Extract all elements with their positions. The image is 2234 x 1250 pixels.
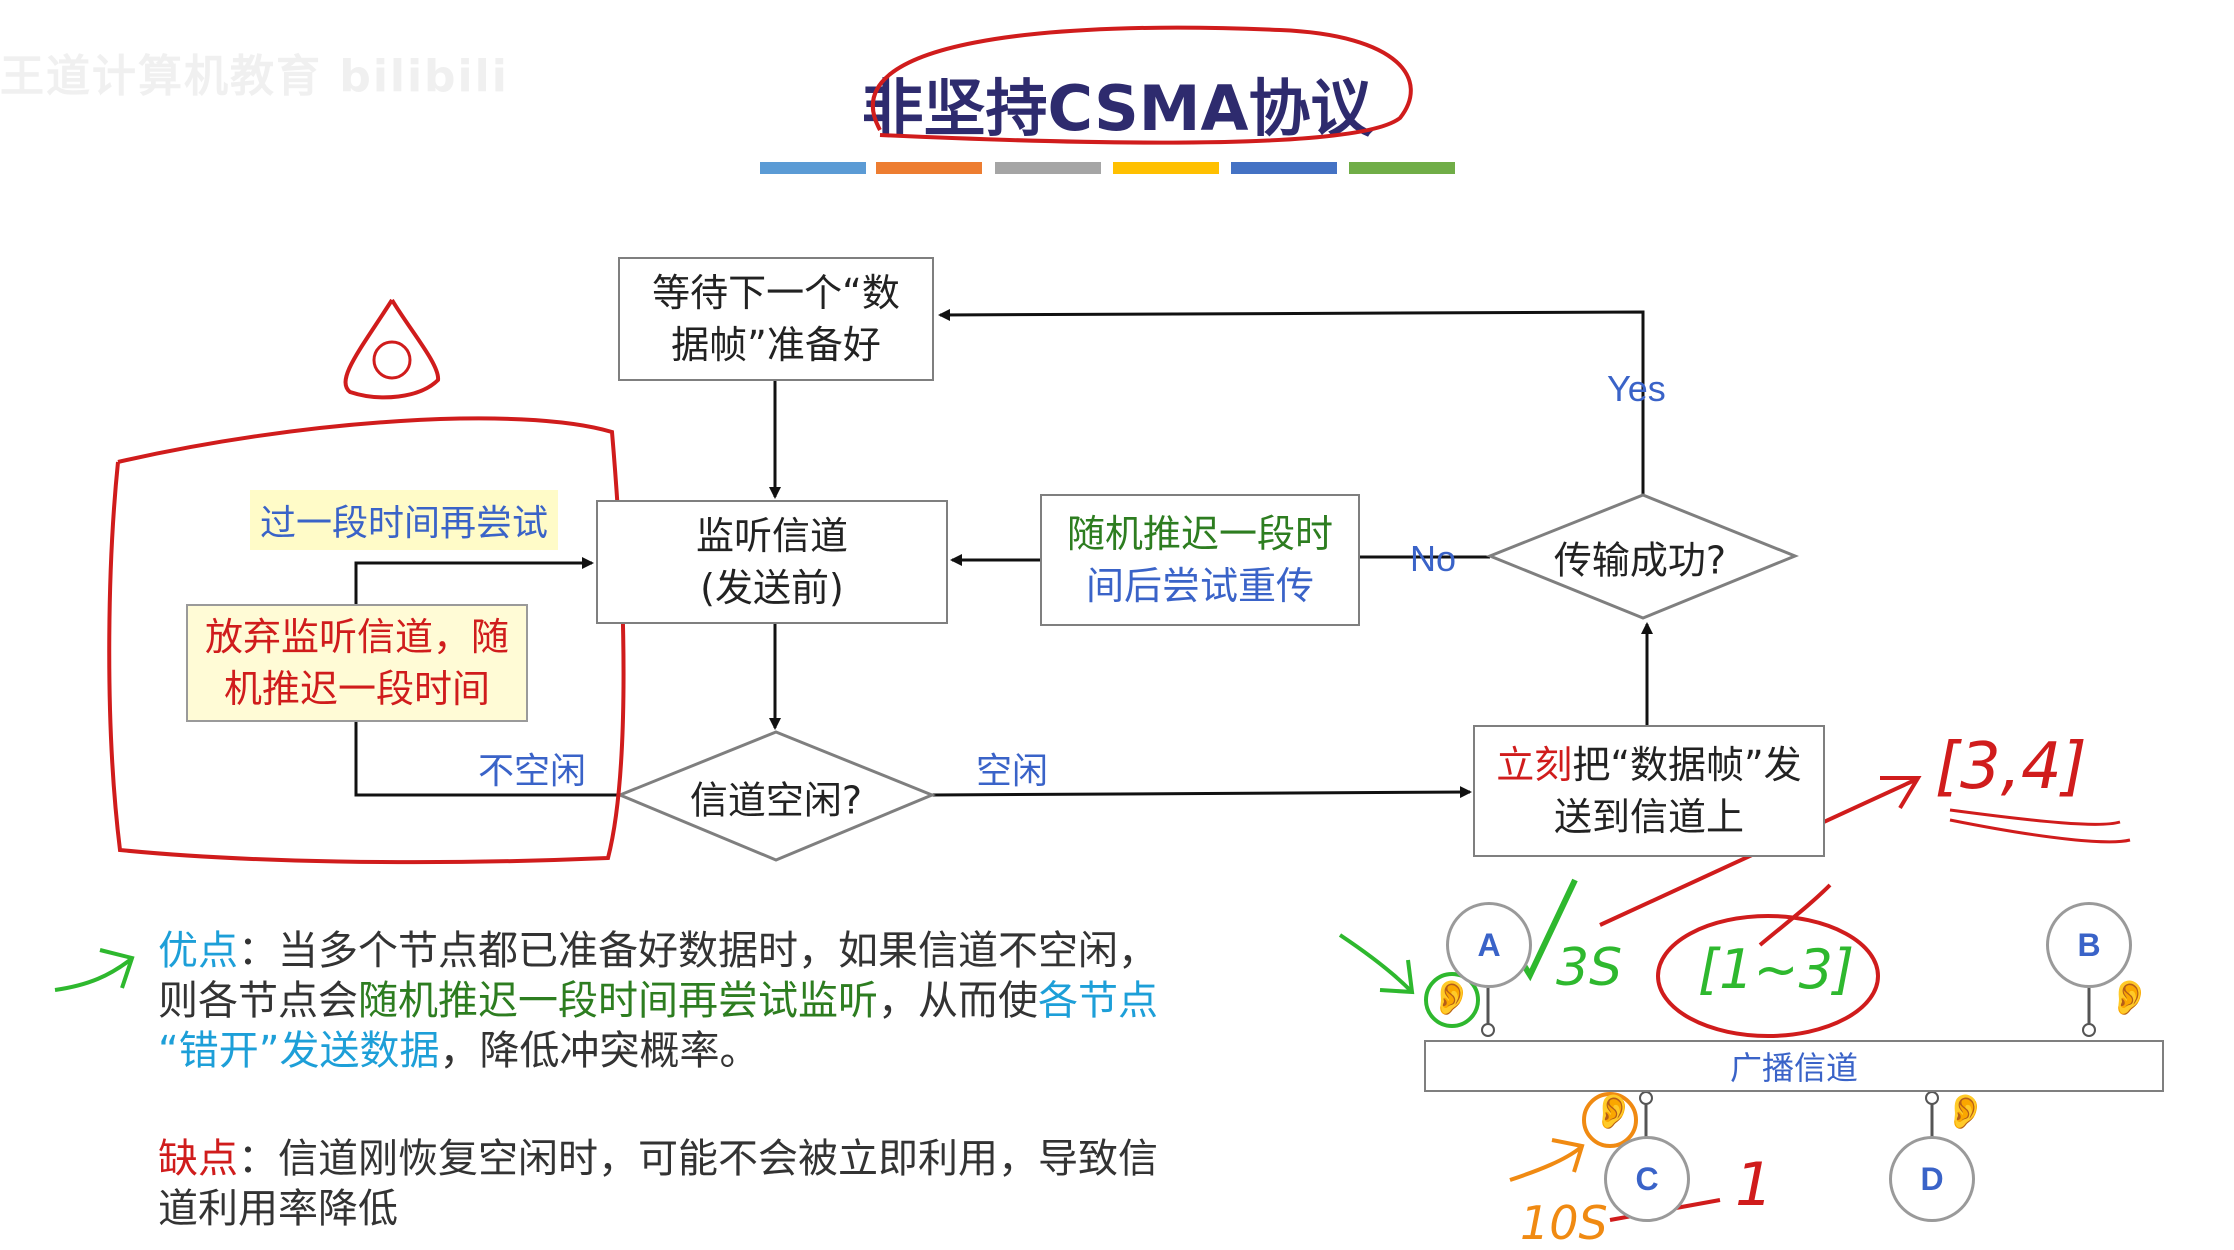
success-diamond-label: 传输成功? (1553, 538, 1727, 583)
note-3s: 3S (1556, 938, 1623, 998)
colorbar-segment-5 (1231, 162, 1337, 174)
colorbar-segment-4 (1113, 162, 1219, 174)
giveup-line-1: 放弃监听信道，随 (204, 615, 509, 659)
send-frame-box: 立刻把“数据帧”发 送到信道上 (1473, 725, 1825, 857)
note-range-3-4: [3,4] (1935, 730, 2087, 804)
colorbar-segment-2 (876, 162, 982, 174)
note-digit: 1 (1735, 1150, 1774, 1220)
backoff-line-1: 随机推迟一段时 (1066, 512, 1333, 556)
no-label: No (1410, 538, 1457, 579)
colorbar-segment-6 (1349, 162, 1455, 174)
wait-line-1: 等待下一个“数 (652, 271, 900, 315)
idle-diamond (616, 730, 936, 862)
retry-note: 过一段时间再尝试 (250, 490, 559, 550)
giveup-line-2: 机推迟一段时间 (223, 667, 490, 711)
pros-text-1: ：当多个节点都已准备好数据时，如果信道不空闲， (238, 928, 1158, 974)
watermark: 王道计算机教育 bilibili (0, 51, 509, 102)
pros-text-3: ，从而使 (878, 978, 1038, 1024)
ear-icon-c: 👂 (1592, 1092, 1635, 1132)
ear-icon-b: 👂 (2108, 978, 2151, 1018)
note-range-1-3: [1~3] (1698, 938, 1855, 1001)
cons-paragraph: 缺点：信道刚恢复空闲时，可能不会被立即利用，导致信 道利用率降低 (158, 1134, 1298, 1234)
listen-line-1: 监听信道 (695, 514, 848, 558)
node-a: A (1446, 902, 1532, 988)
send-line-1: 把“数据帧”发 (1572, 743, 1802, 787)
random-backoff-box: 随机推迟一段时 间后尝试重传 (1040, 494, 1360, 626)
cons-text-1: ：信道刚恢复空闲时，可能不会被立即利用，导致信 (238, 1136, 1158, 1182)
listen-line-2: (发送前) (700, 566, 844, 610)
yes-label: Yes (1607, 368, 1666, 409)
cons-text-2: 道利用率降低 (158, 1186, 398, 1232)
give-up-listen-box: 放弃监听信道，随 机推迟一段时间 (186, 604, 528, 722)
node-c: C (1604, 1136, 1690, 1222)
pros-head: 优点 (158, 928, 238, 974)
ear-icon-d: 👂 (1944, 1092, 1987, 1132)
success-diamond (1485, 493, 1799, 620)
listen-channel-box: 监听信道 (发送前) (596, 500, 948, 624)
cons-head: 缺点 (158, 1136, 238, 1182)
send-line-2: 送到信道上 (1553, 795, 1744, 839)
pros-highlight-3: “错开”发送数据 (158, 1028, 440, 1074)
idle-diamond-label: 信道空闲? (689, 778, 863, 823)
colorbar-segment-3 (995, 162, 1101, 174)
pros-highlight-2: 各节点 (1038, 978, 1158, 1024)
pros-text-4: ，降低冲突概率。 (439, 1028, 760, 1074)
node-b: B (2046, 902, 2132, 988)
wait-line-2: 据帧”准备好 (671, 323, 881, 367)
node-d: D (1889, 1136, 1975, 1222)
note-10s: 10S (1520, 1196, 1608, 1250)
broadcast-channel: 广播信道 (1424, 1040, 2164, 1092)
pros-paragraph: 优点：当多个节点都已准备好数据时，如果信道不空闲， 则各节点会随机推迟一段时间再… (158, 926, 1298, 1076)
colorbar-segment-1 (760, 162, 866, 174)
backoff-line-2: 间后尝试重传 (1085, 564, 1314, 608)
send-immediately: 立刻 (1496, 743, 1573, 787)
pros-highlight-1: 随机推迟一段时间再尝试监听 (358, 978, 878, 1024)
not-idle-label: 不空闲 (478, 751, 587, 792)
page-title: 非坚持CSMA协议 (861, 72, 1373, 145)
idle-label: 空闲 (976, 751, 1049, 792)
wait-next-frame-box: 等待下一个“数 据帧”准备好 (618, 257, 934, 381)
pros-text-2: 则各节点会 (158, 978, 358, 1024)
ear-icon-a: 👂 (1430, 978, 1473, 1018)
